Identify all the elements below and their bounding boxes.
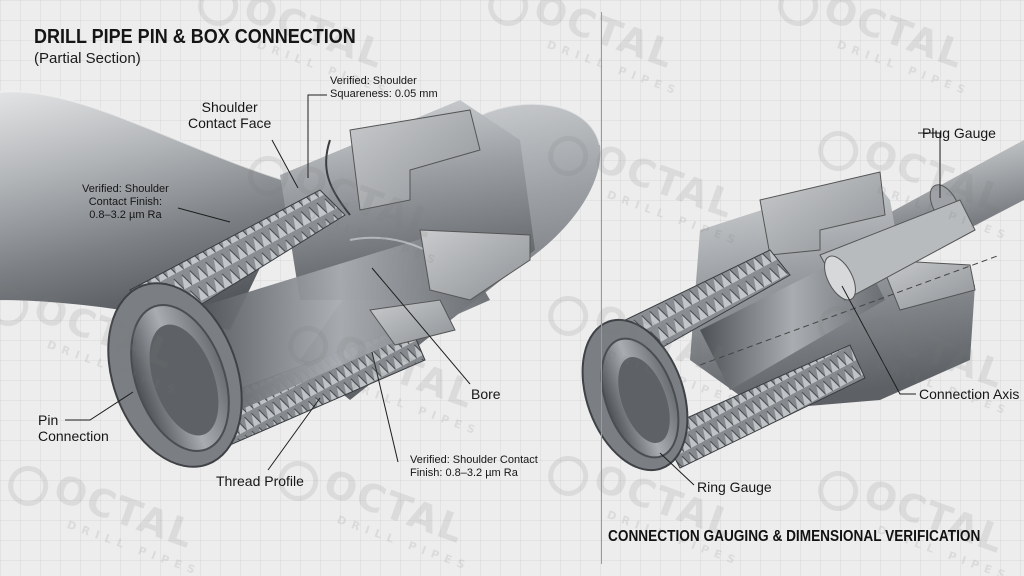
label-connection-axis: Connection Axis — [919, 386, 1020, 402]
leader-squareness — [307, 94, 327, 178]
right-ring-face — [581, 318, 689, 472]
gauging-section-heading: CONNECTION GAUGING & DIMENSIONAL VERIFIC… — [608, 528, 981, 545]
leader-connection-axis — [841, 285, 916, 395]
page-title: DRILL PIPE PIN & BOX CONNECTION — [34, 26, 356, 48]
label-bore: Bore — [471, 386, 501, 402]
page-subtitle: (Partial Section) — [34, 50, 141, 67]
label-ring-gauge: Ring Gauge — [697, 479, 772, 495]
leader-lines — [65, 94, 941, 486]
leader-thread-profile — [267, 397, 321, 471]
right-plug-gauge — [699, 199, 1001, 390]
right-threads — [614, 249, 866, 469]
leader-contact-finish-lower — [371, 351, 399, 463]
label-plug-gauge: Plug Gauge — [922, 125, 996, 141]
leader-plug-gauge — [918, 132, 941, 198]
leader-contact-finish-upper — [177, 207, 231, 223]
leader-bore — [371, 267, 471, 385]
left-bore — [190, 229, 531, 410]
panel-divider — [601, 12, 602, 564]
leader-ring-gauge — [659, 452, 695, 486]
leader-pin-connection — [65, 391, 134, 421]
left-pin-face — [107, 282, 243, 468]
label-thread-profile: Thread Profile — [216, 473, 304, 489]
leader-shoulder-face — [271, 139, 299, 189]
